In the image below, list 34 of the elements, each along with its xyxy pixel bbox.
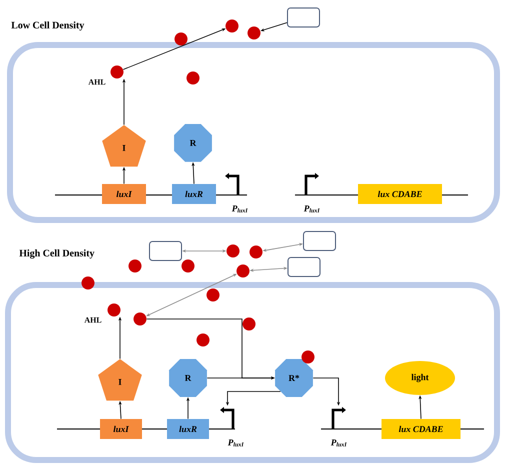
promoter-label: P$_{luxI}$ (330, 440, 347, 446)
molecule-dot (128, 260, 142, 272)
molecule-dot (236, 264, 250, 278)
molecule-dot (182, 260, 194, 272)
molecule-dot (248, 26, 260, 40)
gene-box: luxI (102, 184, 146, 204)
molecule-dot (226, 20, 238, 32)
gene-box: lux CDABE (358, 184, 442, 204)
gene-box: luxI (100, 419, 142, 439)
molecule-dot (196, 334, 210, 346)
molecule-dot (82, 276, 94, 290)
molecule-dot (302, 350, 314, 364)
molecule-dot (186, 72, 200, 84)
gene-box: lux CDABE (382, 419, 460, 439)
octagon: R* (275, 359, 313, 397)
molecule-dot (226, 244, 240, 258)
molecule-dot (174, 32, 188, 46)
promoter-label: P$_{luxI}$ (232, 206, 248, 212)
molecule-dot (242, 318, 256, 330)
cell-box (149, 241, 182, 261)
promoter-label: P$_{luxI}$ (304, 206, 320, 212)
octagon: R (169, 359, 207, 397)
molecule-dot (134, 312, 146, 326)
gene-box: luxR (172, 184, 216, 204)
pentagon: I (98, 359, 142, 401)
cell-box (288, 257, 320, 277)
cell-box (303, 231, 336, 251)
gene-box: luxR (167, 419, 209, 439)
promoter-label: P$_{luxI}$ (228, 440, 244, 446)
octagon: R (174, 124, 212, 162)
molecule-dot (250, 246, 262, 258)
cell-box (287, 8, 320, 28)
molecule-dot (206, 288, 220, 302)
pentagon: I (102, 125, 146, 167)
